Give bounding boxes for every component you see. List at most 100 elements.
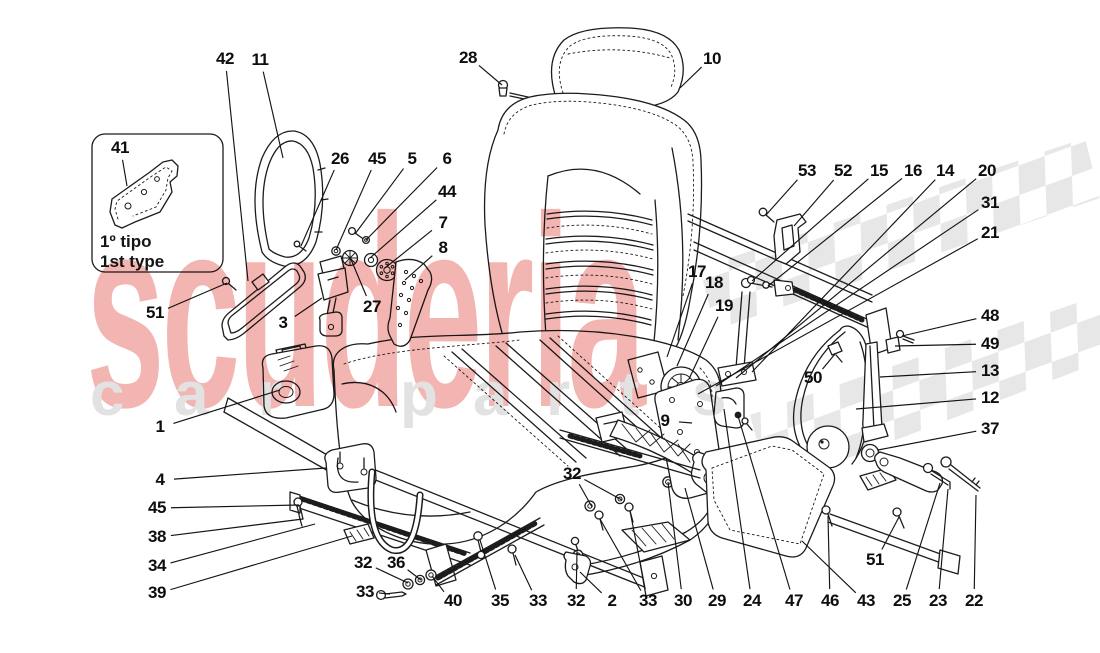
leader-line (349, 256, 367, 297)
leader-lines (121, 65, 979, 595)
leader-line (375, 567, 409, 584)
bolt-22 (940, 456, 981, 492)
leader-line (300, 169, 335, 247)
recliner-link (717, 277, 795, 387)
floor-bracket-pad (621, 521, 691, 553)
slider-pad-39 (343, 523, 375, 545)
washer-45 (331, 246, 341, 256)
leader-line (335, 169, 372, 251)
leader-line (173, 389, 281, 425)
leader-line (767, 178, 903, 287)
washer-stack-32a (584, 493, 626, 512)
screw-47t (741, 417, 753, 431)
leader-line (678, 421, 693, 424)
belt-clip-50 (827, 341, 843, 356)
inset-line1: 1º tipo (100, 232, 152, 251)
leader-line (676, 293, 709, 367)
screw-51b (892, 507, 905, 529)
leader-line (575, 550, 578, 590)
leader-line (679, 66, 703, 89)
trim-plate-41 (109, 159, 179, 229)
bolt-23 (922, 462, 951, 490)
leader-line (667, 481, 682, 590)
leader-line (879, 371, 977, 378)
leader-line (629, 510, 646, 590)
hub-7 (375, 258, 399, 282)
leader-line (167, 282, 228, 309)
leader-line (479, 539, 497, 590)
side-trim-lower-42 (221, 262, 306, 341)
leader-line (173, 467, 327, 480)
belt-buckle-3 (317, 255, 349, 337)
leader-line (478, 65, 503, 86)
side-plate-8 (387, 258, 433, 347)
trim-clip (251, 273, 270, 291)
belt-retractor-1 (261, 343, 335, 419)
hardware-cluster (293, 226, 433, 347)
leader-line (723, 408, 751, 590)
leader-line (384, 229, 433, 269)
leader-line (294, 297, 323, 317)
leader-line (855, 398, 977, 410)
leader-line (938, 488, 949, 590)
leader-line (262, 71, 284, 159)
leader-line (697, 238, 979, 395)
upper-belt-bracket-52 (758, 207, 807, 265)
inset-line2: 1st type (100, 252, 164, 271)
leader-line (170, 504, 300, 509)
leader-line (584, 479, 623, 501)
rail-end-bracket (639, 555, 669, 597)
leader-line (737, 415, 791, 590)
leader-line (431, 575, 445, 593)
leader-line (514, 554, 533, 591)
leader-line (684, 487, 714, 590)
disc-44 (363, 252, 379, 268)
belt-loop-12 (792, 325, 873, 469)
screw-33b (507, 544, 517, 566)
leader-line (666, 283, 693, 358)
pillar-trim-13 (861, 341, 889, 443)
anchor-arm-25 (874, 451, 944, 493)
tube-loop (367, 468, 424, 554)
leader-line (354, 168, 404, 235)
leader-line (369, 199, 437, 259)
leader-line (599, 518, 642, 591)
leader-line (881, 516, 900, 550)
leader-line (877, 430, 977, 451)
screw-33a (375, 589, 407, 601)
screws-33c (594, 502, 634, 531)
leader-line (225, 70, 249, 282)
leader-line (579, 571, 603, 594)
side-trim-upper-11 (254, 130, 329, 267)
leader-line (378, 592, 391, 595)
leader-line (715, 209, 979, 387)
pin-26 (293, 240, 307, 252)
spacer-block-49 (885, 336, 901, 354)
leader-line (822, 353, 836, 370)
leader-line (688, 316, 719, 380)
floor-pan (223, 397, 337, 473)
screw-53 (758, 207, 775, 223)
seat-cushion (332, 329, 722, 545)
checkered-flag-watermark (700, 138, 1100, 488)
leader-line (901, 318, 977, 337)
mount-bracket-4 (324, 443, 377, 494)
backrest-ribs (545, 210, 654, 326)
screw-35t (473, 531, 486, 560)
latch-19-24 (713, 387, 753, 431)
leader-line (407, 569, 422, 581)
leader-line (170, 518, 304, 537)
screw-46 (821, 505, 833, 527)
lower-right-hardware (859, 443, 981, 493)
leader-line (578, 483, 593, 508)
leader-line (973, 494, 977, 590)
screw-5 (347, 226, 363, 239)
leader-line (404, 255, 433, 281)
leader-line (793, 179, 835, 227)
leader-line (121, 159, 128, 187)
leader-line (735, 178, 977, 379)
right-rail (559, 429, 961, 575)
leader-line (365, 167, 438, 241)
